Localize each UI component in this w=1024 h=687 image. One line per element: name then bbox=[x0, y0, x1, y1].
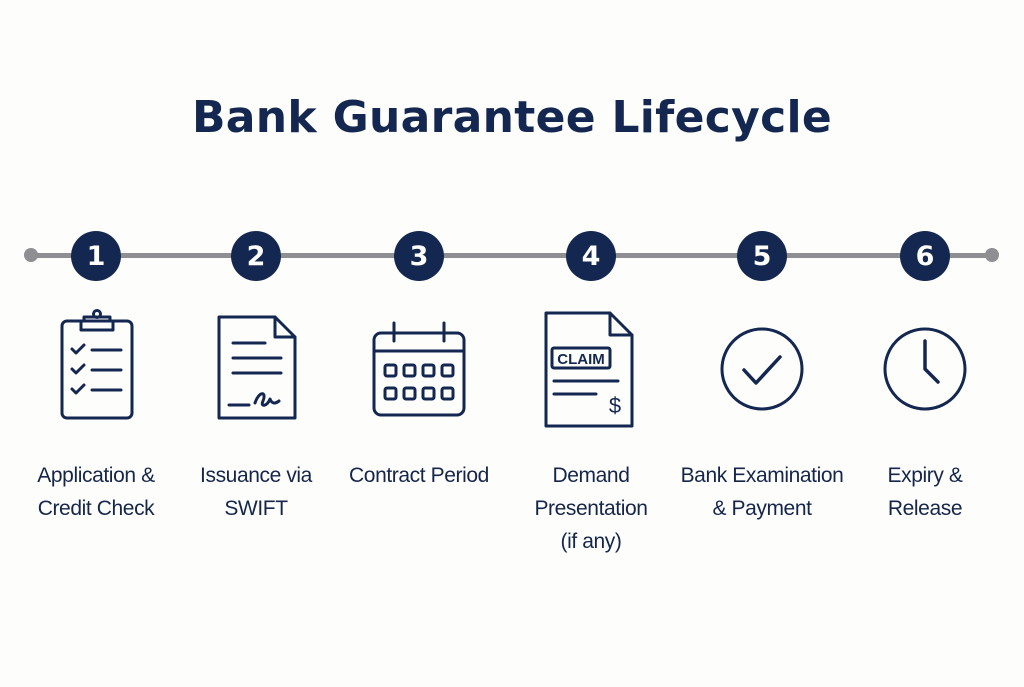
step-3-number: 3 bbox=[394, 231, 444, 281]
step-1-number: 1 bbox=[71, 231, 121, 281]
step-5-number: 5 bbox=[737, 231, 787, 281]
step-4-number: 4 bbox=[566, 231, 616, 281]
step-2-label: Issuance via SWIFT bbox=[200, 464, 312, 520]
step-5-label: Bank Examination & Payment bbox=[680, 464, 844, 520]
clock-icon bbox=[870, 305, 980, 430]
step-6-label: Expiry & Release bbox=[887, 464, 963, 520]
timeline-start-dot bbox=[24, 248, 38, 262]
timeline-end-dot bbox=[985, 248, 999, 262]
signed-document-icon bbox=[201, 305, 311, 430]
dollar-sign-icon: $ bbox=[609, 393, 621, 418]
step-2-number: 2 bbox=[231, 231, 281, 281]
step-3-label: Contract Period bbox=[349, 464, 489, 487]
step-1-label: Application & Credit Check bbox=[37, 464, 155, 520]
claim-icon-text: CLAIM bbox=[557, 351, 605, 368]
checkmark-circle-icon bbox=[707, 305, 817, 430]
step-6-number: 6 bbox=[900, 231, 950, 281]
clipboard-checklist-icon bbox=[41, 305, 151, 430]
diagram-title: Bank Guarantee Lifecycle bbox=[191, 92, 833, 143]
timeline-line bbox=[30, 253, 992, 258]
calendar-icon bbox=[364, 305, 474, 430]
step-4-label: Demand Presentation (if any) bbox=[534, 464, 648, 553]
claim-document-icon: CLAIM $ bbox=[536, 305, 646, 430]
